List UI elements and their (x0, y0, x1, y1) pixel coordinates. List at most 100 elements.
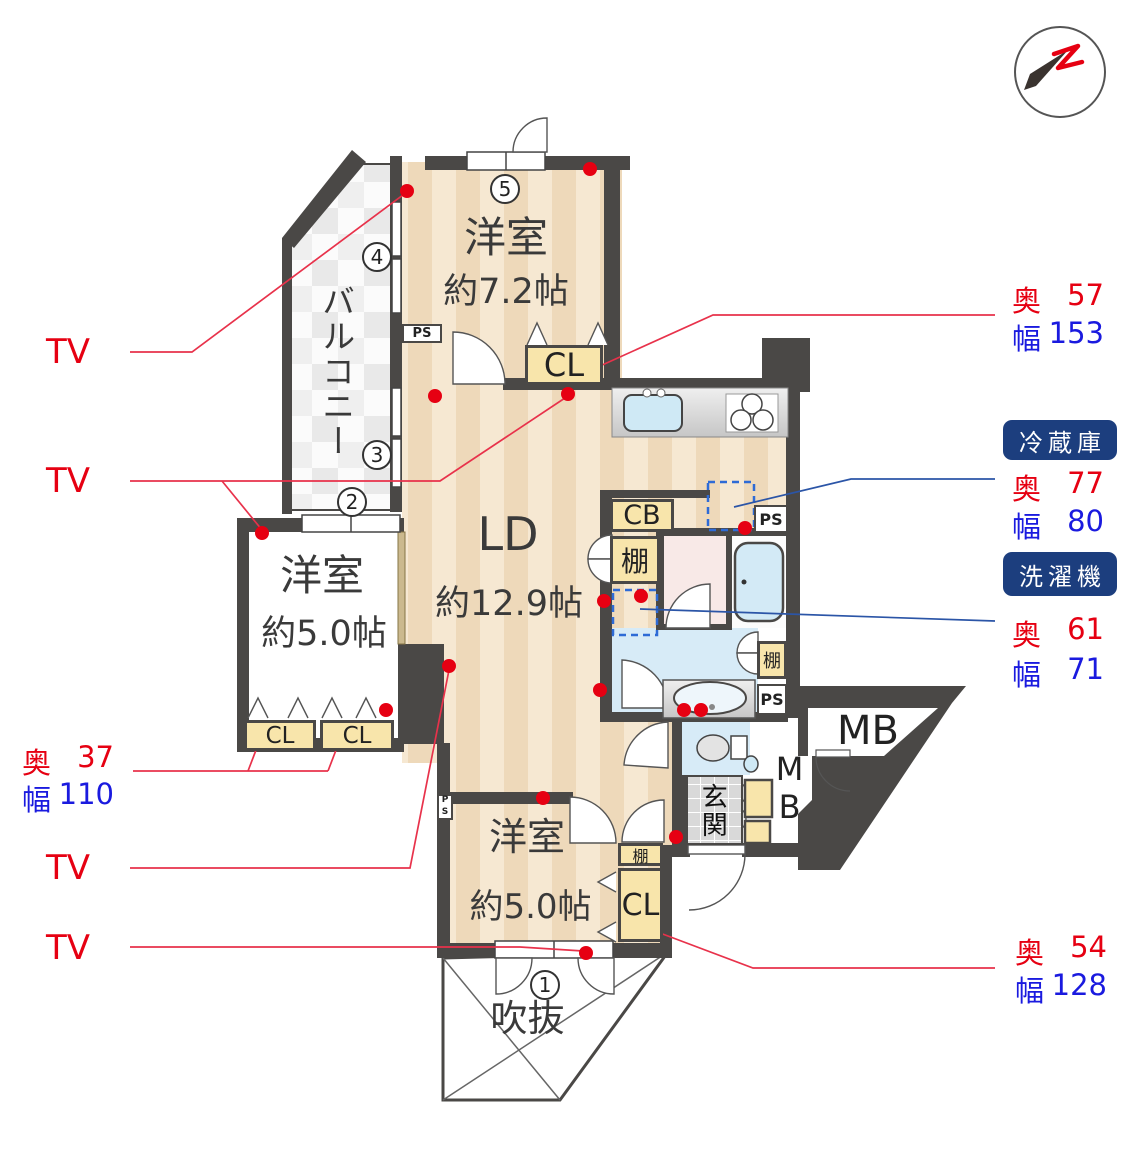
ps-label: PS (759, 509, 783, 529)
tv-outlet-label-1: TV (46, 332, 91, 372)
depth-value: 37 (77, 740, 114, 774)
depth-value: 54 (1070, 930, 1107, 964)
kitchen-sink (623, 394, 683, 432)
depth-value: 57 (1067, 278, 1104, 312)
shelf-washroom: 棚 (757, 641, 787, 679)
width-value: 110 (58, 777, 114, 811)
depth-value: 61 (1067, 612, 1104, 646)
number-text: 4 (370, 245, 384, 269)
shelf-ld: 棚 (610, 536, 660, 584)
room-western1-size: 約5.0帖 (469, 887, 592, 927)
ps-label: PS (440, 795, 450, 819)
closet-cl-western1: CL (618, 868, 663, 942)
leader-lines-red (130, 191, 995, 969)
tv-outlet-label-4: TV (46, 928, 91, 968)
circled-number-1: 1 (530, 970, 560, 1000)
outlet-dots (255, 162, 752, 960)
ps-kitchen: PS (754, 505, 788, 533)
top-cl-depth: 奥 57 (1012, 278, 1104, 320)
room-genkan-name: 玄関 (697, 783, 728, 839)
shelf-label: 棚 (763, 651, 781, 672)
compass (1014, 26, 1106, 118)
cb-label: CB (623, 500, 661, 531)
width-label: 幅 (1012, 658, 1042, 692)
genkan-floor (686, 775, 743, 845)
number-text: 2 (345, 490, 359, 514)
sliding-partition (397, 531, 406, 645)
ps-balcony: PS (402, 324, 442, 343)
width-label: 幅 (1012, 510, 1042, 544)
width-value: 71 (1067, 652, 1104, 686)
circled-number-5: 5 (490, 174, 520, 204)
width-value: 80 (1067, 504, 1104, 538)
width-value: 128 (1051, 968, 1107, 1002)
depth-label: 奥 (1012, 284, 1042, 318)
room-ld-size: 約12.9帖 (435, 584, 583, 624)
circled-number-2: 2 (337, 487, 367, 517)
room-western5-name: 洋室 (463, 213, 548, 262)
number-text: 1 (538, 973, 552, 997)
width-label: 幅 (22, 783, 52, 817)
shelf-label: 棚 (632, 846, 649, 866)
leader-lines-blue (639, 478, 996, 622)
mb-shaft-label: MB (770, 750, 809, 826)
depth-label: 奥 (22, 746, 52, 780)
shoe-boxes (743, 778, 774, 845)
fridge-badge: 冷蔵庫 (1003, 420, 1117, 460)
cl-label: CL (621, 887, 660, 923)
width-value: 153 (1048, 316, 1104, 350)
closet-cl-western5: CL (525, 345, 603, 385)
room-ld-name: LD (477, 507, 539, 561)
washer-placeholder (611, 588, 659, 637)
toilet (696, 734, 759, 773)
room-western5-size: 約7.2帖 (443, 272, 569, 312)
width-label: 幅 (1015, 974, 1045, 1008)
vanity-sink (662, 679, 756, 719)
closet-cl-western2-right: CL (320, 720, 394, 751)
mb-shaft (772, 756, 812, 822)
tv-outlet-label-3: TV (46, 848, 91, 888)
number-text: 5 (498, 177, 512, 201)
cl-label: CL (342, 722, 372, 749)
ps-western1: PS (437, 794, 453, 820)
cl-label: CL (265, 722, 295, 749)
badge-text: 洗濯機 (1019, 562, 1106, 591)
mb-area-label: MB (837, 708, 899, 754)
shelf-label: 棚 (620, 545, 649, 578)
kitchen-counter (611, 387, 789, 438)
tv-outlet-label-2: TV (46, 461, 91, 501)
number-text: 3 (370, 443, 384, 467)
circled-number-4: 4 (362, 242, 392, 272)
room-void-name: 吹抜 (490, 997, 565, 1040)
closet-cl-western2-left: CL (244, 720, 316, 751)
mb-area (808, 708, 938, 756)
cabinet-cb: CB (610, 499, 674, 532)
room-western1-name: 洋室 (488, 815, 565, 859)
compass-needle (1024, 43, 1085, 90)
ps-label: PS (760, 690, 784, 709)
shelf-western1: 棚 (618, 843, 663, 866)
washer-width: 幅 71 (1012, 652, 1104, 694)
badge-text: 冷蔵庫 (1019, 428, 1106, 457)
width-label: 幅 (1012, 322, 1042, 356)
left-cl-depth: 奥 37 (22, 740, 114, 782)
washer-badge: 洗濯機 (1003, 552, 1117, 596)
room-western2-name: 洋室 (279, 551, 364, 600)
ps-washroom: PS (757, 684, 787, 715)
circled-number-3: 3 (362, 440, 392, 470)
doors (452, 117, 759, 995)
room-balcony-name: バルコニー (316, 284, 356, 459)
closet-chevrons (247, 321, 617, 943)
ps-label: PS (412, 326, 432, 341)
north-mark (1051, 43, 1085, 71)
fridge-width: 幅 80 (1012, 504, 1104, 546)
depth-label: 奥 (1012, 472, 1042, 506)
